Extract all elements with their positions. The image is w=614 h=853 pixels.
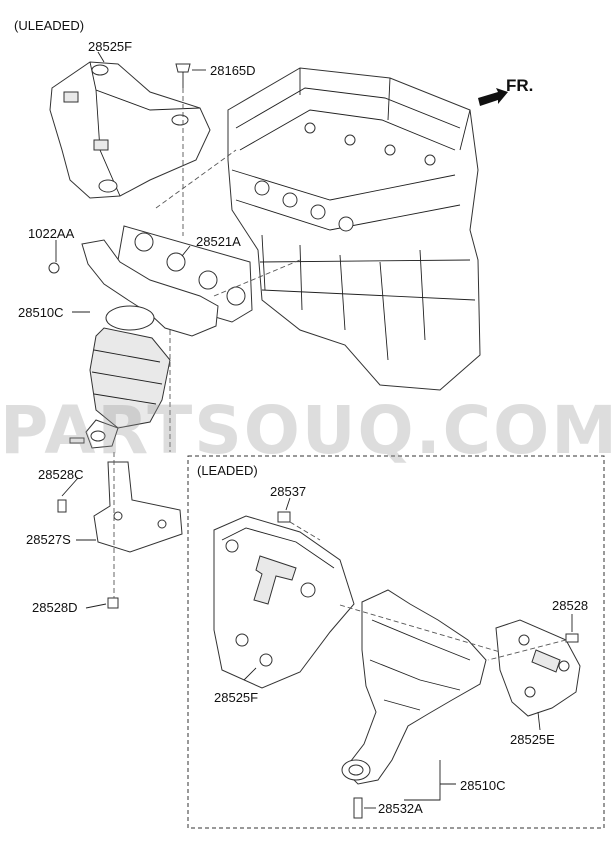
part-label-bracket[interactable]: 28527S [26, 532, 71, 547]
part-label-bolt-side[interactable]: 28528 [552, 598, 589, 613]
engine-block [227, 67, 481, 391]
part-label-gasket[interactable]: 28521A [196, 234, 241, 249]
heat-protector-unleaded [49, 61, 211, 199]
part-label-bolt-top[interactable]: 28165D [210, 63, 256, 78]
part-label-manifold-leaded[interactable]: 28510C [460, 778, 506, 793]
part-label-bolt-bracket-lower[interactable]: 28528D [32, 600, 78, 615]
part-label-heat-protector-unleaded[interactable]: 28525F [88, 39, 133, 54]
heat-protector-side [495, 619, 581, 717]
part-label-heat-protector-leaded[interactable]: 28525F [214, 690, 259, 705]
bracket [93, 461, 183, 553]
leader-lines-unleaded [55, 51, 301, 609]
watermark: PARTSOUQ.COM [0, 392, 614, 469]
leaded-section-box [187, 455, 605, 829]
leaded-section-title: (LEADED) [197, 463, 258, 478]
front-arrow-icon [478, 88, 508, 106]
part-label-nut[interactable]: 1022AA [28, 226, 75, 241]
part-label-bolt-heat-protector-leaded[interactable]: 28537 [270, 484, 307, 499]
part-label-bolt-bracket-upper[interactable]: 28528C [38, 467, 84, 482]
front-direction-label: FR. [506, 76, 534, 95]
fasteners-unleaded [48, 63, 191, 609]
part-label-stud[interactable]: 28532A [378, 801, 423, 816]
part-label-heat-protector-side[interactable]: 28525E [510, 732, 555, 747]
part-label-manifold-catalyst[interactable]: 28510C [18, 305, 64, 320]
manifold-catalyst-unleaded [69, 239, 219, 449]
manifold-leaded [341, 589, 487, 819]
unleaded-section-title: (ULEADED) [14, 18, 85, 33]
heat-protector-leaded [213, 515, 355, 689]
leader-lines-leaded [243, 497, 579, 809]
